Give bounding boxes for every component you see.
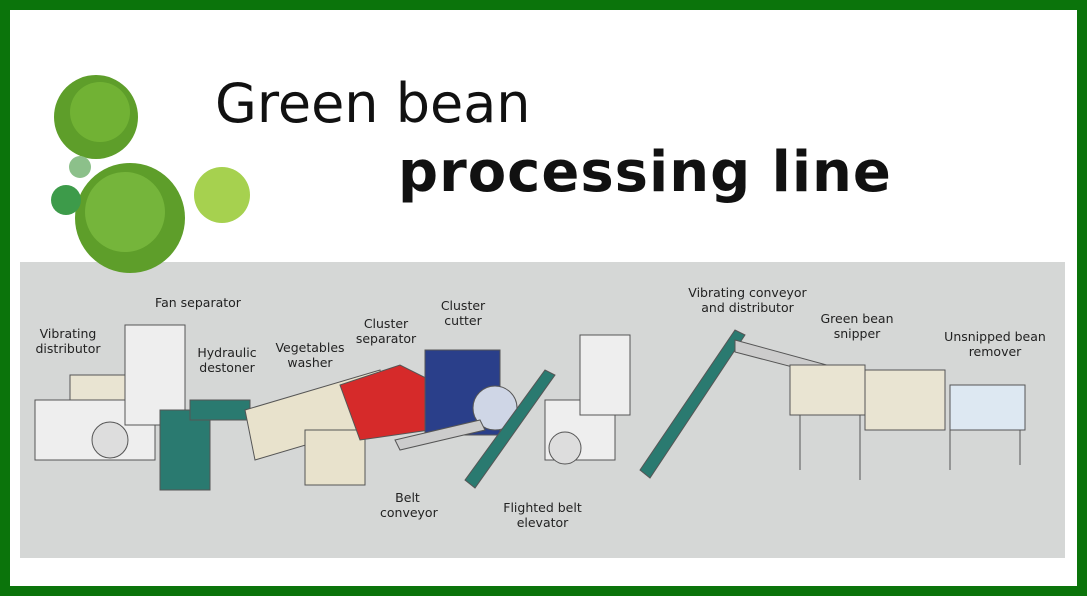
label-green-bean-snipper: Green bean snipper [820, 311, 894, 341]
machines [34, 324, 1026, 491]
label-flighted-belt-elevator: Flighted belt elevator [503, 500, 582, 530]
label-cluster-cutter: Cluster cutter [440, 298, 486, 328]
label-vibrating-conveyor-distributor: Vibrating conveyor and distributor [688, 285, 807, 315]
title-line-2: processing line [398, 140, 892, 205]
label-unsnipped-bean-remover: Unsnipped bean remover [944, 329, 1046, 359]
label-vegetables-washer: Vegetables washer [275, 340, 345, 370]
label-belt-conveyor: Belt conveyor [380, 490, 438, 520]
bean-photo-bubbles [51, 75, 250, 273]
label-fan-separator: Fan separator [155, 295, 241, 310]
label-hydraulic-destoner: Hydraulic destoner [197, 345, 257, 375]
label-vibrating-distributor: Vibrating distributor [35, 326, 101, 356]
label-cluster-separator: Cluster separator [355, 316, 417, 346]
title-line-1: Green bean [215, 72, 531, 135]
